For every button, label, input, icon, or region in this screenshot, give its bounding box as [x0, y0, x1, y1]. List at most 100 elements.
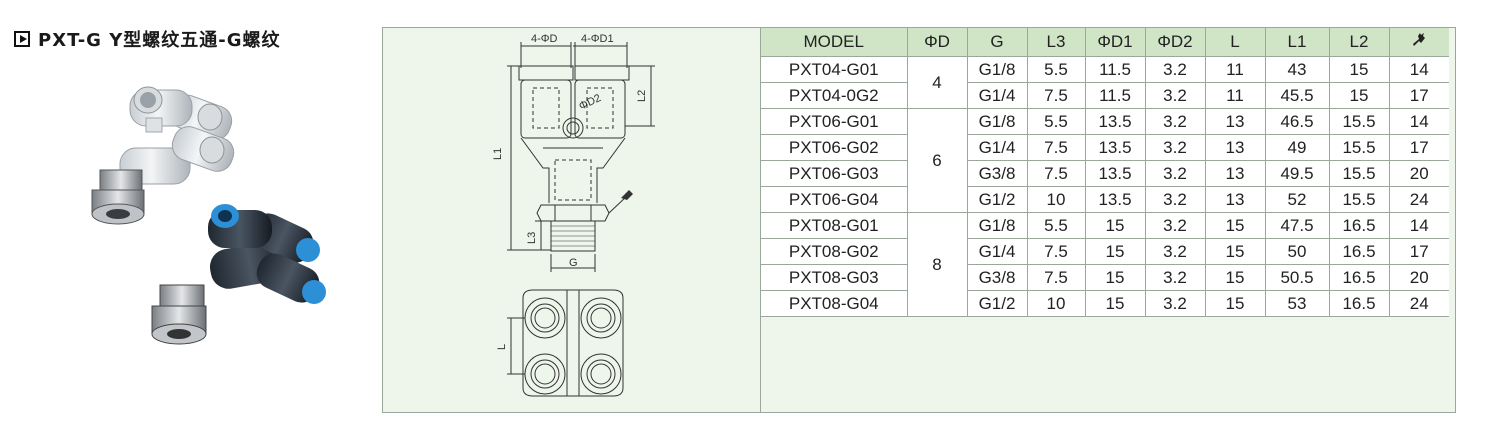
cell-l3: 5.5: [1026, 108, 1086, 135]
cell-wrench: 20: [1388, 160, 1449, 187]
header-d: ΦD: [906, 28, 968, 57]
cell-l: 15: [1204, 264, 1266, 291]
cell-g: G1/8: [966, 56, 1028, 83]
cell-l2: 16.5: [1328, 264, 1390, 291]
cell-d2: 3.2: [1144, 212, 1206, 239]
technical-drawing: 4-ΦD 4-ΦD1 ΦD2 L1 L2 L3 G L: [492, 28, 761, 412]
cell-d1: 11.5: [1084, 82, 1146, 109]
cell-d2: 3.2: [1144, 134, 1206, 161]
cell-l1: 43: [1264, 56, 1330, 83]
cell-d2: 3.2: [1144, 108, 1206, 135]
cell-d2: 3.2: [1144, 56, 1206, 83]
cell-d1: 15: [1084, 212, 1146, 239]
cell-d2: 3.2: [1144, 238, 1206, 265]
cell-l: 13: [1204, 134, 1266, 161]
dim-label-g: G: [569, 257, 578, 269]
cell-g: G1/4: [966, 82, 1028, 109]
cell-l1: 46.5: [1264, 108, 1330, 135]
cell-l3: 7.5: [1026, 134, 1086, 161]
header-g: G: [966, 28, 1028, 57]
cell-d1: 15: [1084, 264, 1146, 291]
cell-g: G1/4: [966, 134, 1028, 161]
cell-d1: 13.5: [1084, 160, 1146, 187]
header-l2: L2: [1328, 28, 1390, 57]
header-wrench: [1388, 28, 1449, 57]
cell-l1: 47.5: [1264, 212, 1330, 239]
cell-l2: 15: [1328, 82, 1390, 109]
cell-l3: 7.5: [1026, 82, 1086, 109]
cell-l: 15: [1204, 212, 1266, 239]
cell-l: 15: [1204, 238, 1266, 265]
cell-l1: 53: [1264, 290, 1330, 317]
header-l: L: [1204, 28, 1266, 57]
spec-table: MODEL ΦD G L3 ΦD1 ΦD2 L L1 L2 PXT04-G01 4…: [761, 28, 1449, 317]
cell-wrench: 20: [1388, 264, 1449, 291]
cell-g: G1/8: [966, 212, 1028, 239]
cell-g: G1/4: [966, 238, 1028, 265]
cell-g: G1/2: [966, 290, 1028, 317]
cell-l1: 50.5: [1264, 264, 1330, 291]
cell-l: 11: [1204, 82, 1266, 109]
cell-l3: 10: [1026, 186, 1086, 213]
cell-l3: 7.5: [1026, 238, 1086, 265]
cell-model: PXT08-G03: [761, 264, 908, 291]
cell-wrench: 17: [1388, 238, 1449, 265]
header-d1: ΦD1: [1084, 28, 1146, 57]
table-header-row: MODEL ΦD G L3 ΦD1 ΦD2 L L1 L2: [761, 28, 1449, 57]
black-fitting: [151, 204, 326, 345]
cell-g: G3/8: [966, 264, 1028, 291]
header-l3: L3: [1026, 28, 1086, 57]
cell-l1: 49.5: [1264, 160, 1330, 187]
cell-model: PXT06-G02: [761, 134, 908, 161]
cell-l3: 5.5: [1026, 212, 1086, 239]
dim-label-d2: ΦD2: [577, 92, 603, 113]
grey-fitting: [91, 86, 235, 225]
wrench-icon: [1413, 32, 1426, 46]
cell-wrench: 14: [1388, 212, 1449, 239]
cell-d2: 3.2: [1144, 290, 1206, 317]
cell-l2: 15.5: [1328, 134, 1390, 161]
cell-model: PXT06-G01: [761, 108, 908, 135]
cell-l2: 16.5: [1328, 238, 1390, 265]
dim-label-l3: L3: [526, 232, 538, 244]
cell-wrench: 17: [1388, 82, 1449, 109]
cell-l3: 7.5: [1026, 264, 1086, 291]
cell-wrench: 14: [1388, 56, 1449, 83]
cell-d2: 3.2: [1144, 186, 1206, 213]
cell-model: PXT06-G04: [761, 186, 908, 213]
cell-l1: 49: [1264, 134, 1330, 161]
cell-l1: 50: [1264, 238, 1330, 265]
cell-d1: 11.5: [1084, 56, 1146, 83]
cell-wrench: 17: [1388, 134, 1449, 161]
cell-d: 6: [906, 108, 968, 213]
cell-d: 8: [906, 212, 968, 317]
cell-l2: 15.5: [1328, 186, 1390, 213]
cell-l2: 15: [1328, 56, 1390, 83]
cell-g: G1/8: [966, 108, 1028, 135]
play-icon: [14, 31, 30, 47]
cell-model: PXT04-G01: [761, 56, 908, 83]
title-text: PXT-G Y型螺纹五通-G螺纹: [38, 30, 281, 51]
dim-label-l2: L2: [636, 90, 648, 102]
cell-l3: 5.5: [1026, 56, 1086, 83]
header-l1: L1: [1264, 28, 1330, 57]
cell-l1: 52: [1264, 186, 1330, 213]
cell-l: 11: [1204, 56, 1266, 83]
cell-l: 13: [1204, 186, 1266, 213]
cell-l2: 15.5: [1328, 160, 1390, 187]
cell-model: PXT06-G03: [761, 160, 908, 187]
cell-l: 13: [1204, 108, 1266, 135]
cell-l2: 15.5: [1328, 108, 1390, 135]
dim-label-d: 4-ΦD: [531, 33, 558, 45]
cell-wrench: 24: [1388, 290, 1449, 317]
cell-l1: 45.5: [1264, 82, 1330, 109]
dim-label-l1: L1: [492, 148, 504, 160]
cell-model: PXT04-0G2: [761, 82, 908, 109]
cell-d2: 3.2: [1144, 82, 1206, 109]
